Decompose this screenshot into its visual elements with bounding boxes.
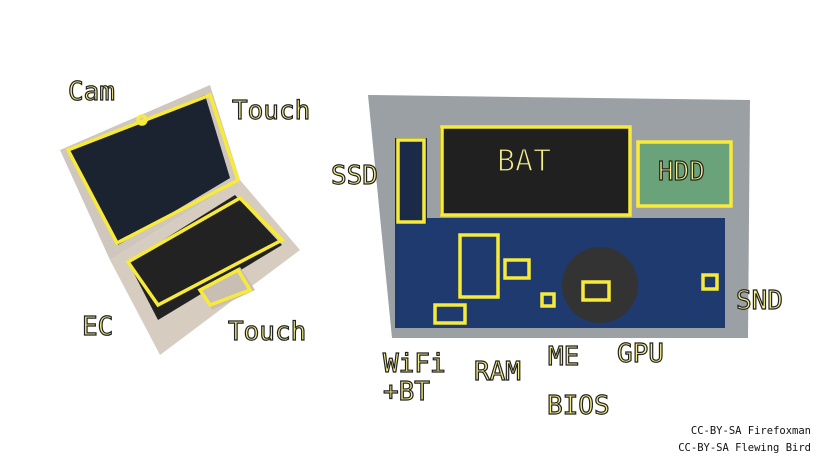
ec-chip-box [503,258,531,280]
me-box [540,292,556,308]
screen-box [65,92,241,246]
cam-box [136,114,148,126]
keyboard-box [125,195,285,308]
snd-box [701,273,719,291]
label-wifi-line2: +BT [382,377,430,407]
label-me: ME [547,342,580,372]
credit-line-1: CC-BY-SA Firefoxman [690,425,811,437]
label-ec: EC [81,312,114,342]
label-gpu: GPU [616,339,664,369]
credit-line-2: CC-BY-SA Flewing Bird [678,442,811,454]
laptop-photo [60,85,300,355]
touchpad-box [197,267,253,308]
ram-box [458,233,500,299]
hdd-box [636,140,733,208]
highlight-boxes [65,92,733,325]
wifi-box [433,303,467,325]
label-snd: SND [735,286,783,316]
label-wifi-line1: WiFi [382,349,446,379]
label-ssd: SSD [330,161,378,191]
ssd-box [396,138,426,224]
label-wifi: WiFi+BT [382,349,446,407]
label-ram: RAM [473,357,521,387]
bat-box [440,125,632,217]
label-touch-screen: Touch [231,96,311,126]
label-cam: Cam [67,77,115,107]
label-touchpad: Touch [227,317,307,347]
label-hdd: HDD [657,157,705,187]
gpu-box [581,280,611,302]
label-bat: BAT [496,144,552,179]
label-bios: BIOS [546,391,610,421]
